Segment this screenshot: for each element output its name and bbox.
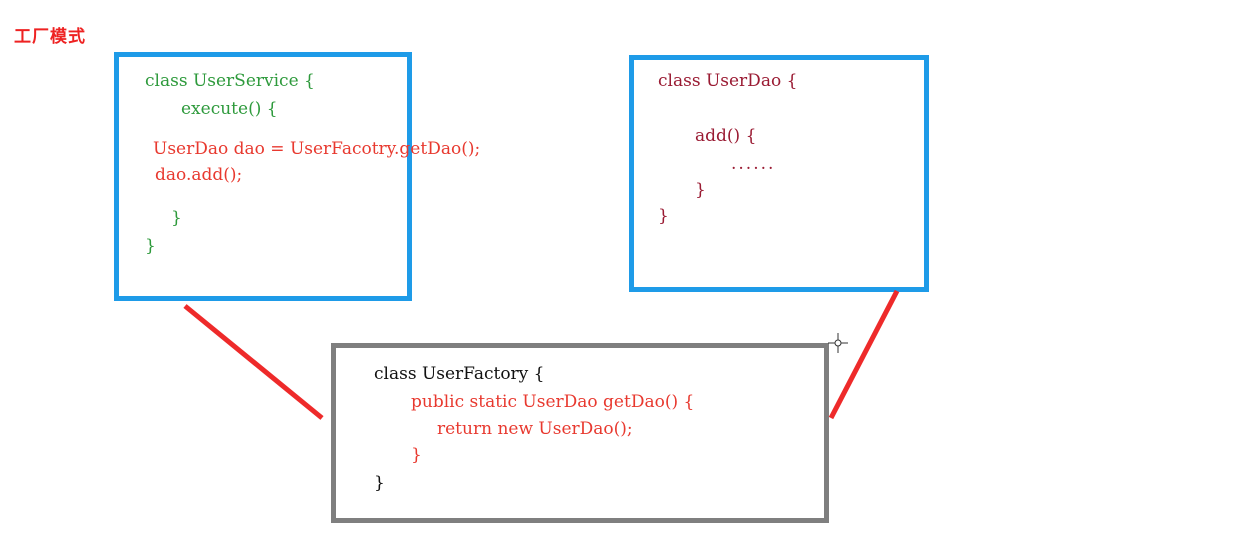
- user-service-add-call: dao.add();: [155, 165, 243, 185]
- user-factory-method-close: }: [411, 445, 422, 465]
- dao-to-factory-connector: [828, 289, 900, 420]
- user-factory-return-line: return new UserDao();: [437, 419, 633, 439]
- service-to-factory-connector: [183, 304, 324, 420]
- user-service-class-line: class UserService {: [145, 71, 315, 91]
- diagram-title: 工厂模式: [14, 27, 86, 47]
- user-factory-class-line: class UserFactory {: [374, 364, 545, 384]
- user-dao-class-close: }: [658, 206, 669, 226]
- user-service-method-line: execute() {: [181, 99, 278, 119]
- user-factory-method-line: public static UserDao getDao() {: [411, 392, 695, 412]
- user-factory-class-close: }: [374, 473, 385, 493]
- user-dao-method-line: add() {: [695, 126, 757, 146]
- user-service-method-close: }: [171, 208, 182, 228]
- user-dao-method-body: ......: [731, 154, 776, 174]
- user-service-get-dao-statement: UserDao dao = UserFacotry.getDao();: [153, 139, 481, 159]
- user-service-box: [114, 52, 412, 301]
- user-dao-class-line: class UserDao {: [658, 71, 798, 91]
- crosshair-cursor-icon: [828, 333, 848, 353]
- user-service-class-close: }: [145, 236, 156, 256]
- user-dao-method-close: }: [695, 180, 706, 200]
- user-dao-box: [629, 55, 929, 292]
- user-factory-box: [331, 343, 829, 523]
